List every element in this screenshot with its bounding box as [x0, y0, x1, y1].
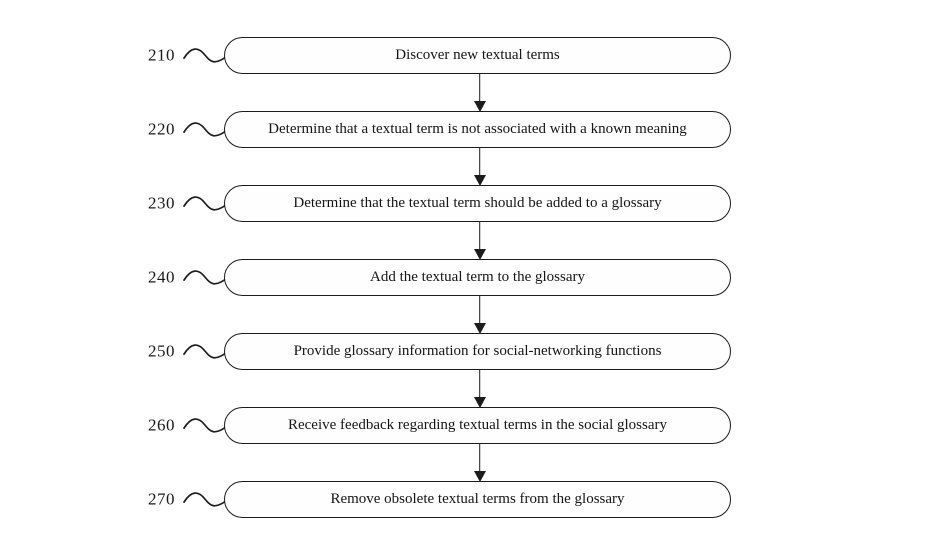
step-ref-number: 250 [148, 341, 175, 361]
step-text: Discover new textual terms [395, 47, 560, 63]
step-text: Determine that the textual term should b… [293, 195, 662, 211]
arrow-shaft [478, 296, 481, 324]
step-ref-number: 240 [148, 267, 175, 287]
flow-step-270: 270 Remove obsolete textual terms from t… [0, 481, 930, 518]
step-box: Receive feedback regarding textual terms… [224, 407, 731, 444]
lead-line-squiggle [183, 417, 228, 433]
step-ref-number: 230 [148, 193, 175, 213]
arrow-head-icon [473, 471, 486, 482]
lead-line-squiggle [183, 343, 228, 359]
step-box: Determine that the textual term should b… [224, 185, 731, 222]
flow-step-240: 240 Add the textual term to the glossary [0, 259, 930, 296]
flow-step-210: 210 Discover new textual terms [0, 37, 930, 74]
lead-line-squiggle [183, 195, 228, 211]
step-text: Add the textual term to the glossary [370, 269, 585, 285]
step-ref-number: 270 [148, 489, 175, 509]
flow-step-260: 260 Receive feedback regarding textual t… [0, 407, 930, 444]
down-arrow-connector [473, 296, 486, 334]
arrow-shaft [478, 370, 481, 398]
step-text: Determine that a textual term is not ass… [268, 121, 687, 137]
lead-line-squiggle [183, 269, 228, 285]
down-arrow-connector [473, 370, 486, 408]
arrow-head-icon [473, 101, 486, 112]
arrow-shaft [478, 444, 481, 472]
arrow-head-icon [473, 323, 486, 334]
arrow-head-icon [473, 249, 486, 260]
down-arrow-connector [473, 74, 486, 112]
lead-line-squiggle [183, 121, 228, 137]
step-text: Receive feedback regarding textual terms… [287, 417, 668, 433]
arrow-shaft [478, 222, 481, 250]
step-ref-number: 210 [148, 45, 175, 65]
step-box: Remove obsolete textual terms from the g… [224, 481, 731, 518]
down-arrow-connector [473, 222, 486, 260]
down-arrow-connector [473, 148, 486, 186]
step-text: Remove obsolete textual terms from the g… [330, 491, 625, 507]
step-ref-number: 260 [148, 415, 175, 435]
arrow-shaft [478, 148, 481, 176]
step-box: Discover new textual terms [224, 37, 731, 74]
lead-line-squiggle [183, 491, 228, 507]
arrow-head-icon [473, 397, 486, 408]
step-text: Provide glossary information for social-… [293, 343, 662, 359]
flow-step-220: 220 Determine that a textual term is not… [0, 111, 930, 148]
step-ref-number: 220 [148, 119, 175, 139]
down-arrow-connector [473, 444, 486, 482]
arrow-shaft [478, 74, 481, 102]
lead-line-squiggle [183, 47, 228, 63]
step-box: Provide glossary information for social-… [224, 333, 731, 370]
flow-step-250: 250 Provide glossary information for soc… [0, 333, 930, 370]
arrow-head-icon [473, 175, 486, 186]
flow-step-230: 230 Determine that the textual term shou… [0, 185, 930, 222]
step-box: Add the textual term to the glossary [224, 259, 731, 296]
step-box: Determine that a textual term is not ass… [224, 111, 731, 148]
